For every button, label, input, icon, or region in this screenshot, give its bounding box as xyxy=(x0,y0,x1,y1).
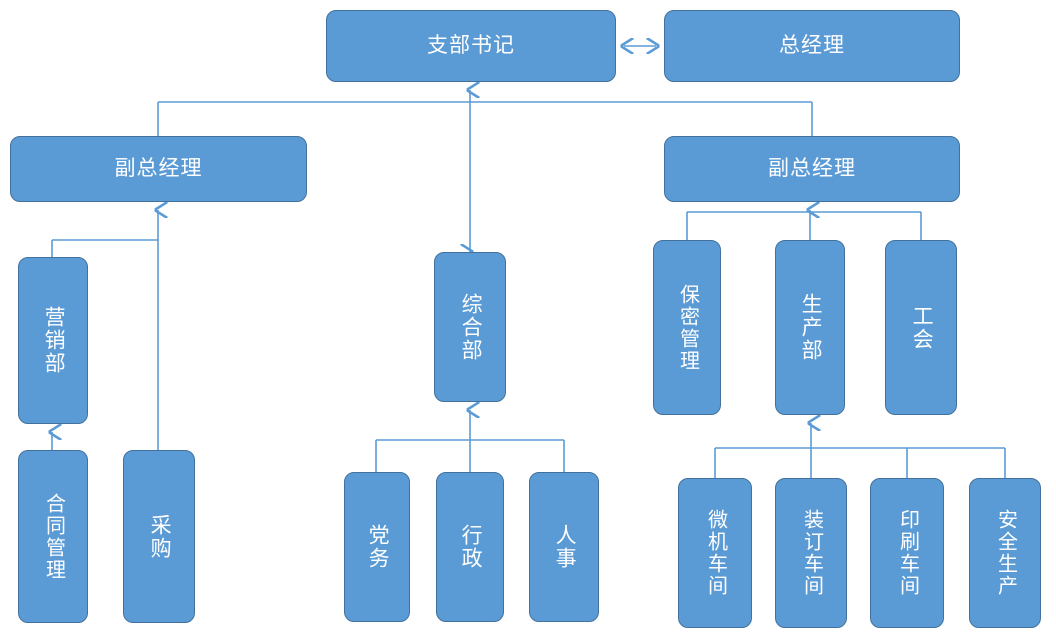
node-label: 综合部 xyxy=(459,292,483,362)
node-party-affairs[interactable]: 党务 xyxy=(344,472,410,622)
node-label: 微机车间 xyxy=(704,509,727,597)
node-label: 党务 xyxy=(366,524,390,570)
node-printing-workshop[interactable]: 印刷车间 xyxy=(870,478,944,628)
node-general-affairs-dept[interactable]: 综合部 xyxy=(434,252,506,402)
node-label: 采购 xyxy=(148,513,172,560)
node-labor-union[interactable]: 工会 xyxy=(885,240,957,415)
node-label: 副总经理 xyxy=(114,156,203,180)
node-label: 合同管理 xyxy=(42,492,65,581)
node-party-secretary[interactable]: 支部书记 xyxy=(326,10,616,82)
node-production-dept[interactable]: 生产部 xyxy=(775,240,845,415)
node-label: 印刷车间 xyxy=(896,509,919,597)
node-binding-workshop[interactable]: 装订车间 xyxy=(775,478,847,628)
node-computer-workshop[interactable]: 微机车间 xyxy=(678,478,752,628)
node-general-manager[interactable]: 总经理 xyxy=(664,10,960,82)
node-label: 保密管理 xyxy=(676,283,699,372)
node-label: 装订车间 xyxy=(800,509,823,597)
node-label: 支部书记 xyxy=(427,33,515,57)
node-label: 工会 xyxy=(910,304,934,351)
node-deputy-gm-left[interactable]: 副总经理 xyxy=(10,136,307,202)
node-administration[interactable]: 行政 xyxy=(436,472,504,622)
node-marketing-dept[interactable]: 营销部 xyxy=(18,257,88,424)
node-safety-production[interactable]: 安全生产 xyxy=(969,478,1041,628)
node-label: 安全生产 xyxy=(994,509,1017,597)
node-contract-management[interactable]: 合同管理 xyxy=(18,450,88,623)
node-label: 人事 xyxy=(553,524,577,570)
node-label: 副总经理 xyxy=(768,156,856,180)
node-label: 总经理 xyxy=(779,33,845,57)
node-label: 行政 xyxy=(459,524,483,570)
node-procurement[interactable]: 采购 xyxy=(123,450,195,623)
node-human-resources[interactable]: 人事 xyxy=(529,472,599,622)
node-label: 生产部 xyxy=(799,293,823,362)
node-label: 营销部 xyxy=(42,306,66,375)
node-confidentiality-management[interactable]: 保密管理 xyxy=(653,240,721,415)
node-deputy-gm-right[interactable]: 副总经理 xyxy=(664,136,960,202)
